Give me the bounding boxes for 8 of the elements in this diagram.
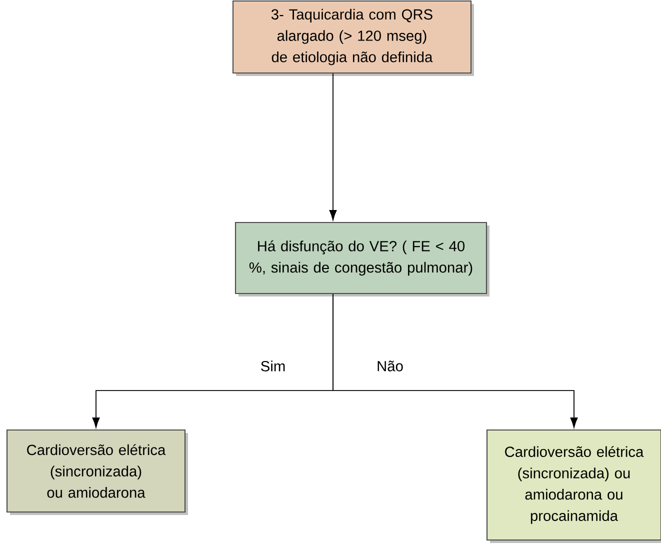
edge-label: Não [378,360,403,372]
arrow [332,294,578,428]
arrow [329,73,337,220]
edge-label: Sim [261,360,285,372]
process-box: Cardioversão elétrica (sincronizada) ou amiodarona [6,429,188,515]
process-box: Há disfunção do VE? ( FE < 40 %, sinais de congestão pulmonar) [234,222,490,296]
process-box: Cardioversão elétrica (sincronizada) ou amiodarona ou procainamida [486,429,661,543]
process-box: 3- Taquicardia com QRS alargado (> 120 mseg) de etiologia não definida [232,0,474,76]
